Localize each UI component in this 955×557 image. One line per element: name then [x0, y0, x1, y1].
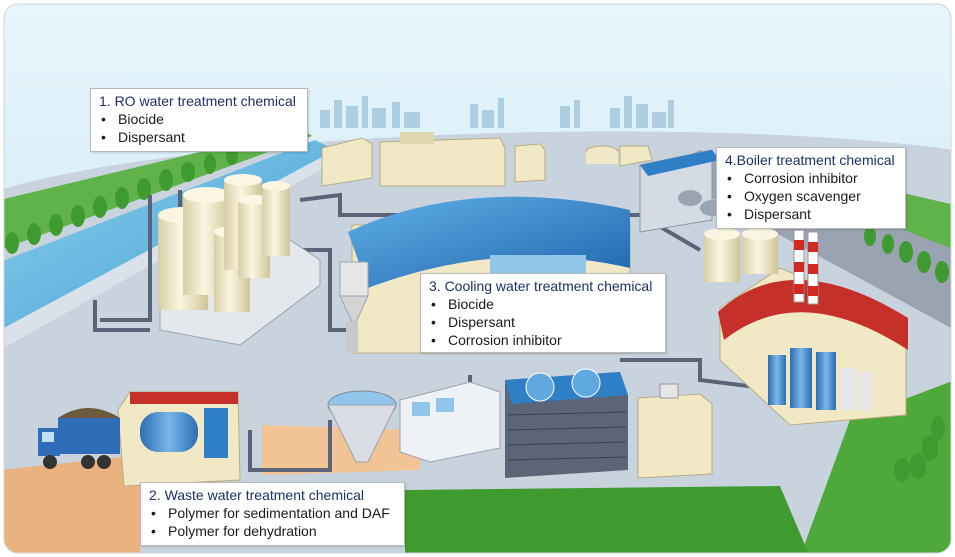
- boiler-treatment-callout-title: 4.Boiler treatment chemical: [725, 152, 895, 168]
- waste-water-callout: 2. Waste water treatment chemical Polyme…: [140, 482, 405, 546]
- lower-right-grass: [800, 380, 951, 553]
- list-item: Biocide: [429, 295, 657, 313]
- boiler-tanks: [704, 228, 778, 282]
- list-item: Biocide: [99, 110, 299, 128]
- boiler-plant-hall: [718, 267, 908, 426]
- filtration-unit: [399, 381, 501, 463]
- clarifier-tank: [327, 390, 397, 463]
- boiler-treatment-callout-list: Corrosion inhibitor Oxygen scavenger Dis…: [725, 169, 897, 223]
- ro-water-callout: 1. RO water treatment chemical Biocide D…: [90, 88, 308, 152]
- list-item: Dispersant: [99, 128, 299, 146]
- dump-truck: [38, 408, 120, 469]
- ro-water-plant: [158, 174, 321, 346]
- waste-water-building: [117, 391, 241, 487]
- chemical-storage-building: [637, 383, 713, 479]
- right-grass: [760, 160, 951, 300]
- list-item: Polymer for dehydration: [149, 522, 396, 540]
- cyclone-separator: [339, 261, 369, 352]
- right-tree-row: [864, 226, 949, 283]
- cooling-water-callout-list: Biocide Dispersant Corrosion inhibitor: [429, 295, 657, 349]
- list-item: Dispersant: [429, 313, 657, 331]
- list-item: Polymer for sedimentation and DAF: [149, 504, 396, 522]
- list-item: Corrosion inhibitor: [429, 331, 657, 349]
- bottom-lawn: [405, 486, 810, 553]
- list-item: Oxygen scavenger: [725, 187, 897, 205]
- boiler-treatment-callout: 4.Boiler treatment chemical Corrosion in…: [716, 147, 906, 229]
- ro-water-callout-list: Biocide Dispersant: [99, 110, 299, 146]
- boiler-house-top: [639, 149, 724, 233]
- left-sand-area: [4, 455, 140, 553]
- ro-water-callout-title: 1. RO water treatment chemical: [99, 93, 296, 109]
- cooling-water-callout-title: 3. Cooling water treatment chemical: [429, 278, 653, 294]
- waste-water-callout-list: Polymer for sedimentation and DAF Polyme…: [149, 504, 396, 540]
- cooling-tower: [505, 368, 628, 478]
- chimneys: [793, 229, 819, 305]
- lower-right-trees: [894, 416, 945, 482]
- city-skyline: [320, 96, 674, 128]
- list-item: Corrosion inhibitor: [725, 169, 897, 187]
- cooling-water-callout: 3. Cooling water treatment chemical Bioc…: [420, 273, 666, 353]
- background-buildings: [321, 132, 653, 187]
- waste-water-callout-title: 2. Waste water treatment chemical: [149, 487, 365, 503]
- illustration-frame: [3, 3, 952, 554]
- list-item: Dispersant: [725, 205, 897, 223]
